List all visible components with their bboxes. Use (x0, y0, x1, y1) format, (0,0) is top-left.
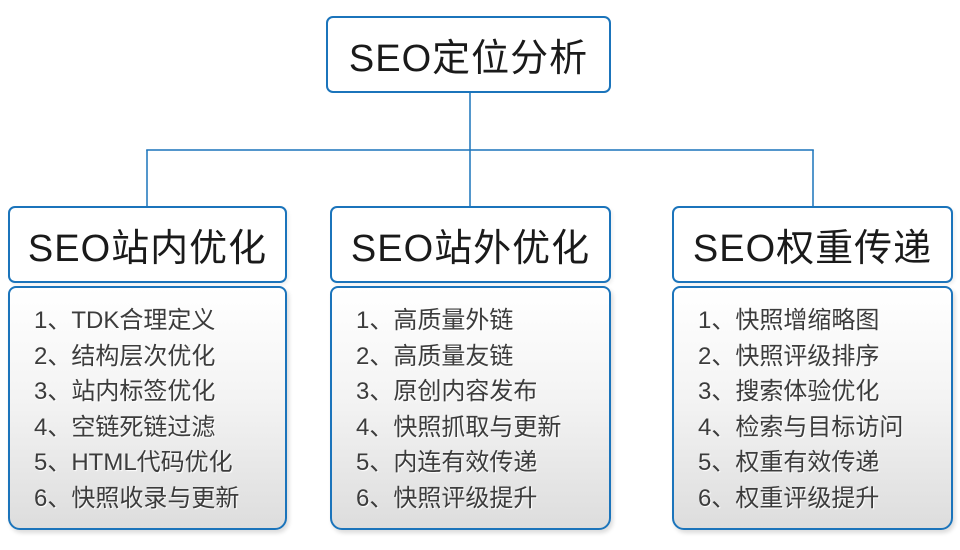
branch-list-weight: 1、快照增缩略图 2、快照评级排序 3、搜索体验优化 4、检索与目标访问 5、权… (672, 286, 953, 530)
list-item: 2、快照评级排序 (698, 342, 880, 370)
list-item: 6、快照收录与更新 (34, 484, 240, 512)
list-item: 1、TDK合理定义 (34, 307, 216, 334)
branch-list-offsite: 1、高质量外链 2、高质量友链 3、原创内容发布 4、快照抓取与更新 5、内连有… (330, 286, 611, 530)
list-item: 3、原创内容发布 (356, 378, 538, 405)
list-item: 4、检索与目标访问 (698, 413, 904, 441)
list-item: 6、快照评级提升 (356, 484, 538, 512)
branch-header-label: SEO站内优化 (27, 228, 268, 270)
branch-list-onsite: 1、TDK合理定义 2、结构层次优化 3、站内标签优化 4、空链死链过滤 5、H… (8, 286, 287, 530)
list-item: 5、内连有效传递 (356, 449, 538, 476)
branch-header-weight: SEO权重传递 (672, 206, 953, 283)
branch-header-offsite: SEO站外优化 (330, 206, 611, 283)
branch-header-label: SEO权重传递 (692, 228, 933, 270)
root-node: SEO定位分析 (326, 16, 611, 93)
list-item: 5、权重有效传递 (698, 449, 880, 476)
list-item: 3、搜索体验优化 (698, 378, 880, 405)
list-item: 2、高质量友链 (356, 342, 514, 370)
list-item: 1、高质量外链 (356, 307, 514, 334)
list-item: 5、HTML代码优化 (34, 449, 233, 476)
branch-header-label: SEO站外优化 (350, 228, 591, 270)
list-item: 4、快照抓取与更新 (356, 413, 562, 441)
list-item: 4、空链死链过滤 (34, 413, 216, 441)
list-item: 1、快照增缩略图 (698, 307, 880, 334)
list-item: 3、站内标签优化 (34, 378, 216, 405)
list-item: 2、结构层次优化 (34, 342, 216, 370)
list-item: 6、权重评级提升 (698, 484, 880, 512)
branch-header-onsite: SEO站内优化 (8, 206, 287, 283)
root-node-label: SEO定位分析 (348, 38, 589, 80)
